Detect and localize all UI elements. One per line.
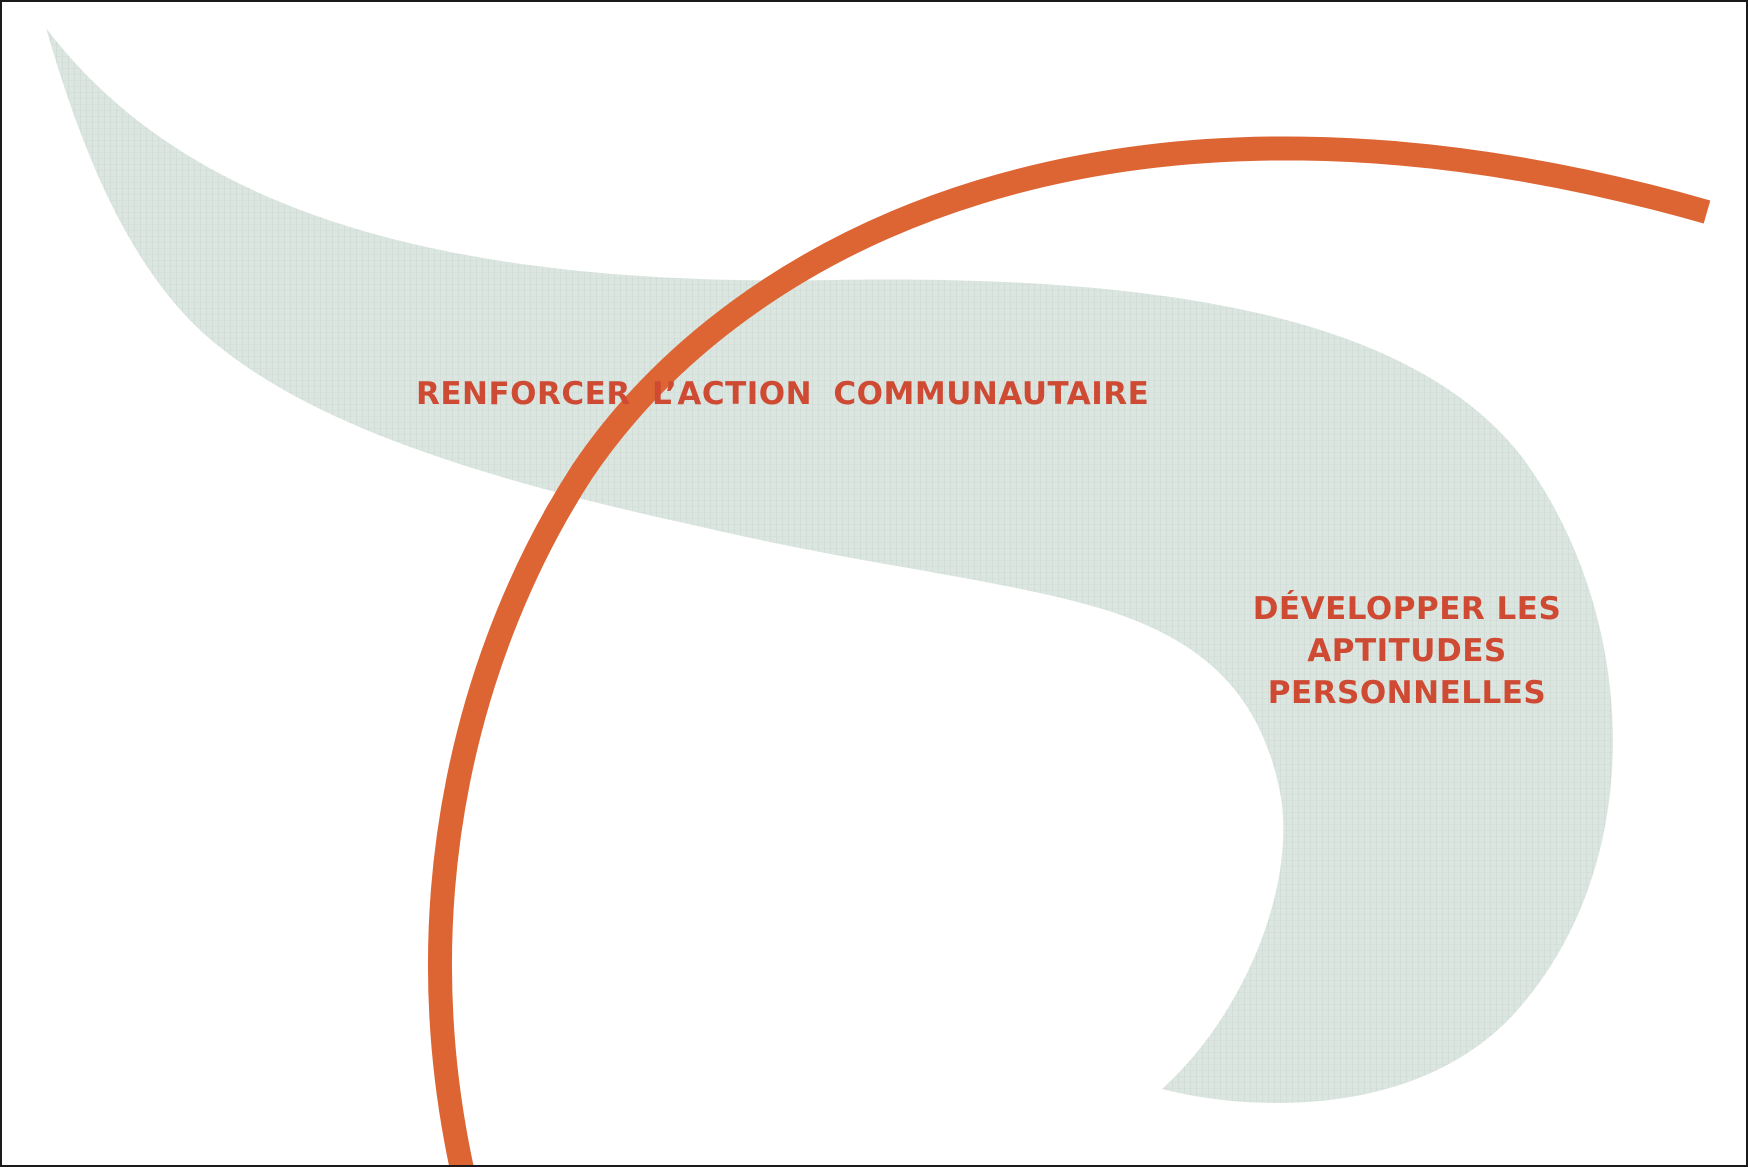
label-skills-line-2: APTITUDES [1307, 633, 1507, 669]
label-skills-line-1: DÉVELOPPER LES [1252, 591, 1562, 627]
arc-upper [544, 136, 1711, 512]
label-developper-aptitudes-personnelles: DÉVELOPPER LES APTITUDES PERSONNELLES [1232, 588, 1582, 714]
swoosh-shape [46, 28, 1613, 1104]
label-renforcer-action-communautaire: RENFORCER L’ACTION COMMUNAUTAIRE [416, 376, 1150, 412]
arc-lower [427, 502, 578, 1165]
label-skills-line-3: PERSONNELLES [1267, 675, 1547, 711]
